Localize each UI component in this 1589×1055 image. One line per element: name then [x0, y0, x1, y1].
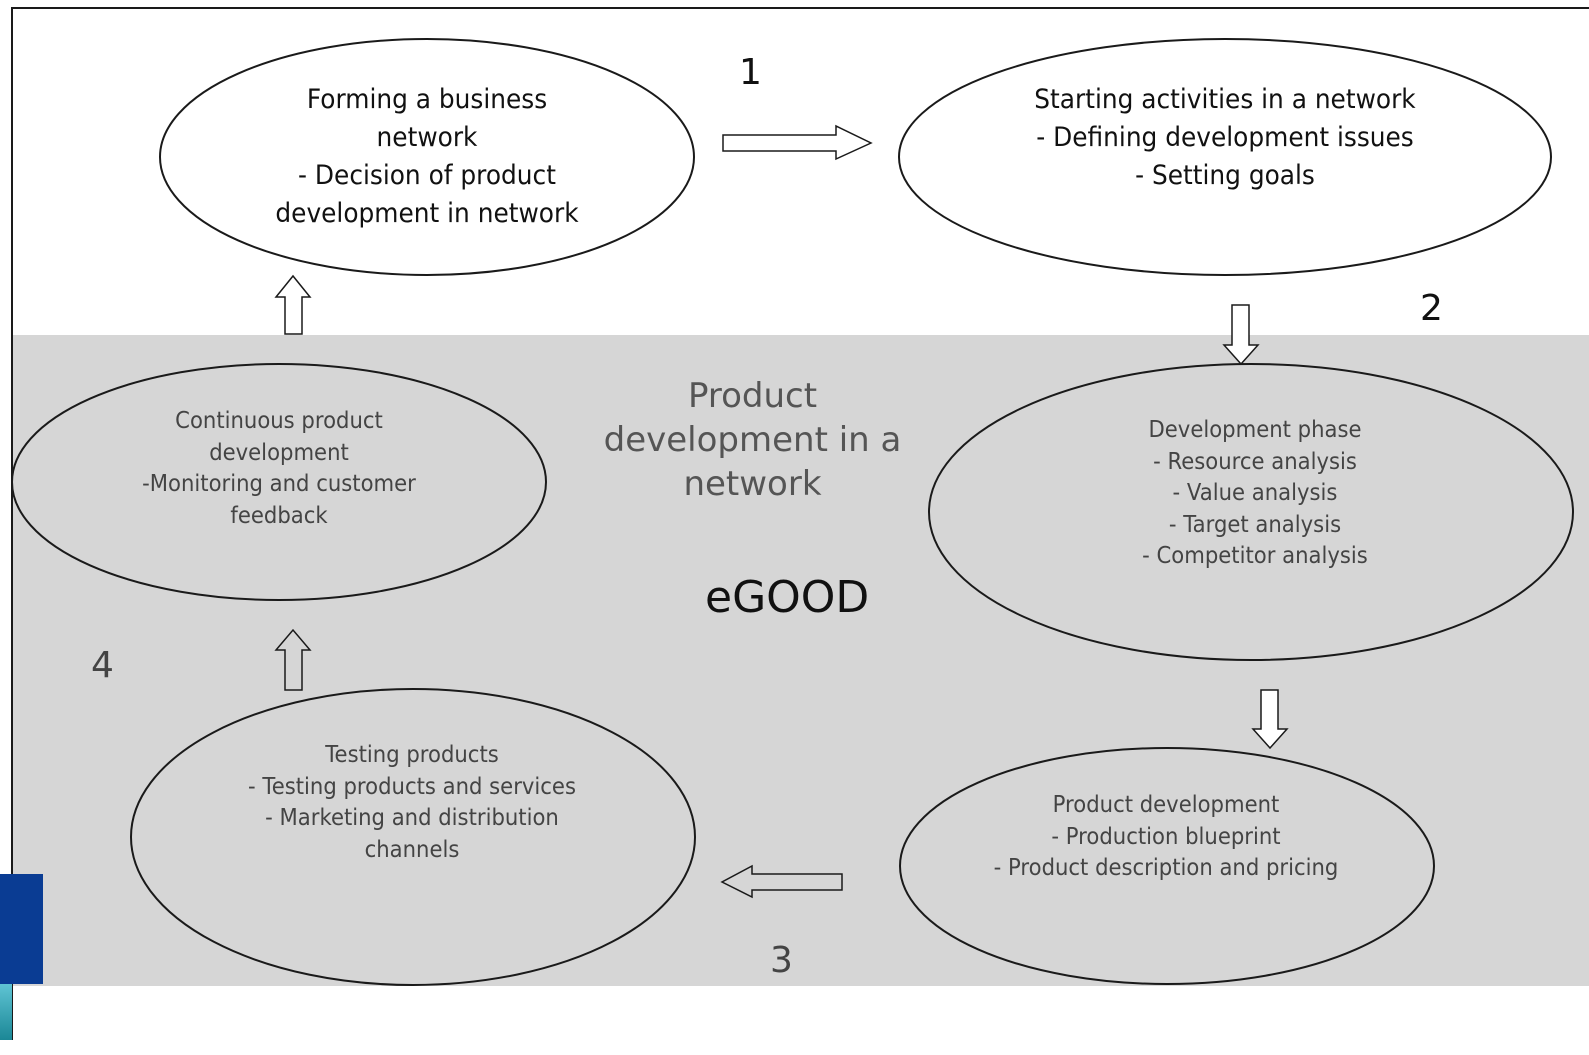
node-forming-text: Forming a business network - Decision of… — [275, 84, 579, 229]
arrow-down-2 — [1251, 689, 1289, 750]
node-product-development-text: Product development - Production bluepri… — [993, 792, 1339, 881]
arrow-down-1 — [1222, 304, 1260, 366]
step-label-3: 3 — [770, 940, 793, 981]
node-testing-shape — [130, 688, 696, 986]
arrow-left — [720, 864, 843, 899]
corner-stripe-fragment — [0, 984, 12, 1040]
node-testing-text: Testing products - Testing products and … — [248, 742, 576, 863]
node-development-phase-text: Development phase - Resource analysis - … — [1142, 417, 1368, 569]
node-product-development-shape — [899, 747, 1435, 985]
node-starting-shape — [898, 38, 1552, 276]
node-continuous-text: Continuous product development -Monitori… — [142, 408, 416, 529]
arrow-up-lower — [274, 628, 312, 691]
arrow-right — [722, 124, 873, 161]
brand-label: eGOOD — [705, 572, 870, 623]
center-title: Product development in a network — [603, 376, 902, 504]
node-continuous-shape — [11, 363, 547, 601]
step-label-1: 1 — [739, 52, 762, 93]
node-development-phase-shape — [928, 363, 1574, 661]
node-starting-text: Starting activities in a network - Defin… — [1034, 84, 1416, 191]
arrow-up-upper — [274, 274, 312, 335]
step-label-4: 4 — [91, 645, 114, 686]
step-label-2: 2 — [1420, 288, 1443, 329]
node-forming-shape — [159, 38, 695, 276]
diagram-frame — [11, 7, 1589, 1040]
corner-logo-fragment — [0, 874, 43, 984]
